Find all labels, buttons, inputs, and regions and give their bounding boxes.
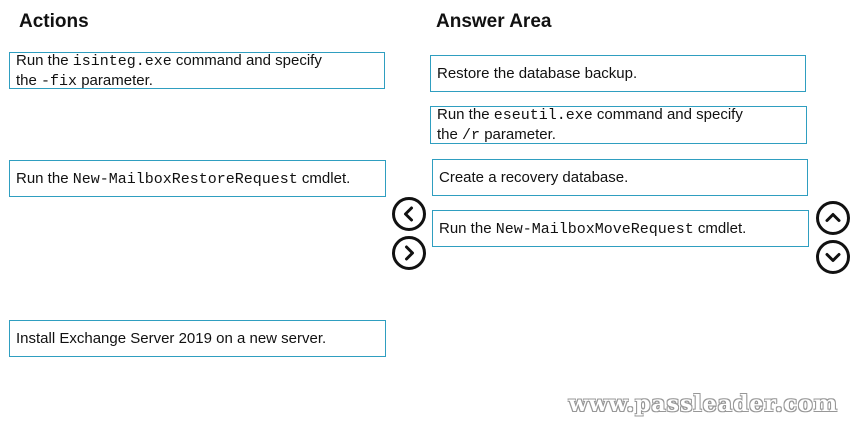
answer-item-mailbox-move[interactable]: Run the New-MailboxMoveRequest cmdlet. bbox=[432, 210, 809, 247]
answer-item-restore-backup-label: Restore the database backup. bbox=[437, 65, 638, 82]
move-up-button[interactable] bbox=[816, 201, 850, 235]
action-item-isinteg-line1: Run the isinteg.exe command and specify bbox=[16, 51, 322, 70]
chevron-right-icon bbox=[405, 245, 414, 261]
move-right-button[interactable] bbox=[392, 236, 426, 270]
action-item-isinteg-line2: the -fix parameter. bbox=[16, 71, 153, 90]
answer-item-eseutil-line2: the /r parameter. bbox=[437, 126, 556, 144]
action-item-mailbox-restore[interactable]: Run the New-MailboxRestoreRequest cmdlet… bbox=[9, 160, 386, 197]
chevron-down-icon bbox=[825, 253, 841, 262]
move-left-button[interactable] bbox=[392, 197, 426, 231]
answer-item-recovery-db[interactable]: Create a recovery database. bbox=[432, 159, 808, 196]
chevron-up-icon bbox=[825, 213, 841, 222]
move-down-button[interactable] bbox=[816, 240, 850, 274]
action-item-install-exchange-label: Install Exchange Server 2019 on a new se… bbox=[16, 330, 327, 347]
chevron-left-icon bbox=[404, 206, 413, 222]
answer-item-eseutil-line1: Run the eseutil.exe command and specify bbox=[437, 106, 743, 124]
answer-item-eseutil[interactable]: Run the eseutil.exe command and specify … bbox=[430, 106, 807, 144]
action-item-isinteg[interactable]: Run the isinteg.exe command and specify … bbox=[9, 51, 385, 90]
action-item-mailbox-restore-label: Run the New-MailboxRestoreRequest cmdlet… bbox=[16, 169, 351, 188]
action-item-install-exchange[interactable]: Install Exchange Server 2019 on a new se… bbox=[9, 320, 386, 357]
answer-item-mailbox-move-label: Run the New-MailboxMoveRequest cmdlet. bbox=[439, 219, 747, 238]
answer-item-restore-backup[interactable]: Restore the database backup. bbox=[430, 55, 806, 92]
actions-heading: Actions bbox=[19, 11, 89, 32]
answer-area-heading: Answer Area bbox=[436, 11, 552, 32]
answer-item-recovery-db-label: Create a recovery database. bbox=[439, 169, 629, 186]
watermark: www.passleader.com bbox=[568, 391, 838, 417]
